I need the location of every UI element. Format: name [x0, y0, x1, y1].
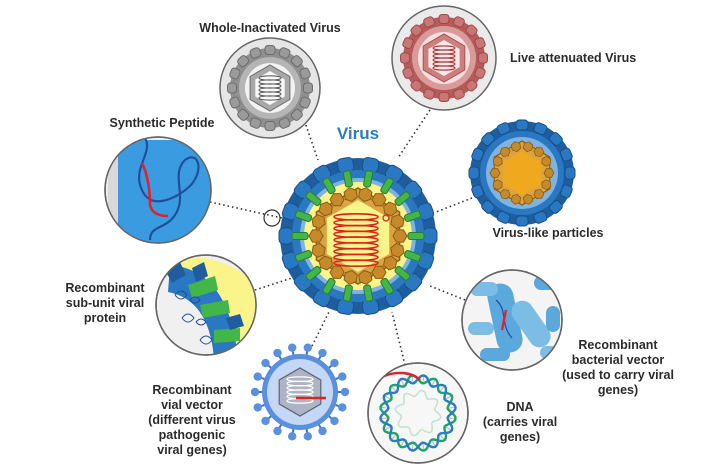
- recombinant-subunit-illustration: [155, 254, 257, 356]
- label-line: Recombinant: [578, 338, 658, 352]
- label-line: genes): [597, 383, 639, 397]
- label-line: bacterial vector: [571, 353, 665, 367]
- label-dna: DNA (carries viral genes): [468, 400, 572, 445]
- virus-like-particle-illustration: [468, 119, 576, 227]
- label-line: (different virus: [148, 413, 236, 427]
- label-live-attenuated: Live attenuated Virus: [510, 51, 637, 65]
- label-line: sub-unit viral: [65, 296, 145, 310]
- connector-lines: [209, 107, 473, 366]
- label-line: (used to carry viral: [562, 368, 674, 382]
- whole-inactivated-virus-illustration: [219, 37, 321, 139]
- label-recombinant-viral-vector: Recombinant vial vector (different virus…: [132, 383, 252, 458]
- diagram-title: Virus: [336, 124, 380, 143]
- label-recombinant-bacterial-vector: Recombinant bacterial vector (used to ca…: [538, 338, 698, 398]
- recombinant-viral-vector-illustration: [250, 343, 350, 441]
- label-recombinant-subunit: Recombinant sub-unit viral protein: [40, 281, 170, 326]
- label-line: DNA: [506, 400, 534, 414]
- label-line: viral genes): [157, 443, 227, 457]
- central-virus-illustration: [278, 157, 438, 315]
- label-whole-inactivated: Whole-Inactivated Virus: [199, 21, 341, 35]
- label-line: Recombinant: [65, 281, 145, 295]
- label-virus-like-particles: Virus-like particles: [492, 226, 604, 240]
- label-line: protein: [83, 311, 127, 325]
- recombinant-bacterial-vector-illustration: [461, 269, 563, 371]
- label-line: Recombinant: [152, 383, 232, 397]
- dna-illustration: [367, 362, 469, 464]
- label-line: (carries viral: [482, 415, 558, 429]
- label-line: vial vector: [161, 398, 223, 412]
- synthetic-peptide-illustration: [104, 136, 281, 244]
- label-line: genes): [499, 430, 541, 444]
- label-line: pathogenic: [158, 428, 226, 442]
- label-synthetic-peptide: Synthetic Peptide: [109, 116, 215, 130]
- live-attenuated-virus-illustration: [391, 5, 497, 111]
